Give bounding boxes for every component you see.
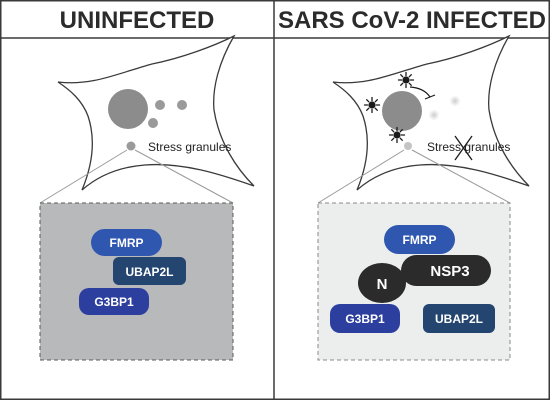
protein-ubap2l: UBAP2L [423,304,495,333]
virus-icon [363,96,381,114]
zoom-line [39,149,128,204]
faded-stress-granule [404,142,412,150]
cross-mark-icon [454,135,473,161]
faded-stress-granule [449,95,461,107]
nucleus [382,91,422,131]
stress-granules-label: Stress granules [427,140,510,154]
protein-label: UBAP2L [125,265,173,279]
panel-title-uninfected: UNINFECTED [60,7,215,34]
stress-granule-highlighted [126,141,136,151]
zoom-line [134,149,234,204]
panel-title-infected: SARS CoV-2 INFECTED [278,7,546,34]
protein-fmrp: FMRP [384,225,455,254]
zoom-line [411,149,511,204]
uninfected-cell [57,34,255,191]
faded-stress-granule [428,109,440,121]
protein-label: G3BP1 [345,312,385,326]
stress-granules-label: Stress granules [148,140,231,154]
protein-label: FMRP [403,233,437,247]
virus-icon [388,126,406,144]
protein-nsp3: NSP3 [401,255,491,286]
stress-granule [155,100,165,110]
protein-fmrp: FMRP [91,229,162,256]
protein-ubap2l: UBAP2L [113,257,186,285]
stress-granule [148,118,158,128]
cell-outline [57,34,255,191]
stress-granule [177,100,187,110]
protein-n: N [358,263,406,303]
zoom-line [317,149,405,204]
nucleus [108,89,148,129]
protein-label: FMRP [110,236,144,250]
protein-g3bp1: G3BP1 [79,288,149,315]
protein-g3bp1: G3BP1 [330,304,400,333]
virus-icon [397,71,415,89]
protein-label: G3BP1 [94,295,134,309]
protein-label: NSP3 [430,263,469,280]
infected-cell [332,34,530,191]
inhibition-arrow-icon [409,86,436,100]
protein-label: N [377,276,388,293]
protein-label: UBAP2L [435,312,483,326]
